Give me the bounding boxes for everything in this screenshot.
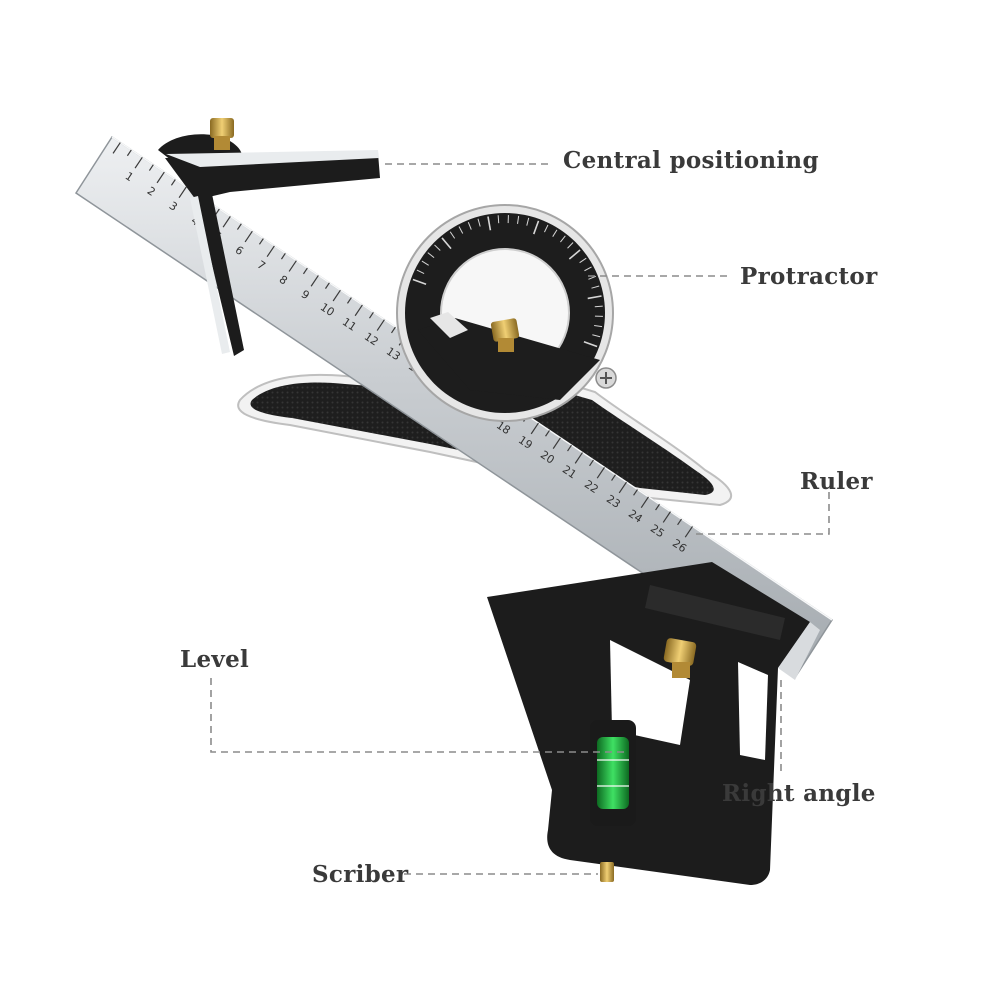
label-right-angle: Right angle xyxy=(722,780,876,807)
label-protractor: Protractor xyxy=(740,263,878,290)
protractor-screw xyxy=(596,368,616,388)
label-ruler: Ruler xyxy=(800,468,873,495)
label-scriber: Scriber xyxy=(312,861,408,888)
square-head xyxy=(487,562,820,885)
protractor-tick xyxy=(498,215,499,223)
label-level: Level xyxy=(180,646,249,673)
label-central-positioning: Central positioning xyxy=(563,147,819,174)
scriber xyxy=(600,862,614,882)
protractor xyxy=(397,205,616,421)
spirit-level xyxy=(590,720,636,826)
protractor-tick xyxy=(595,306,603,307)
